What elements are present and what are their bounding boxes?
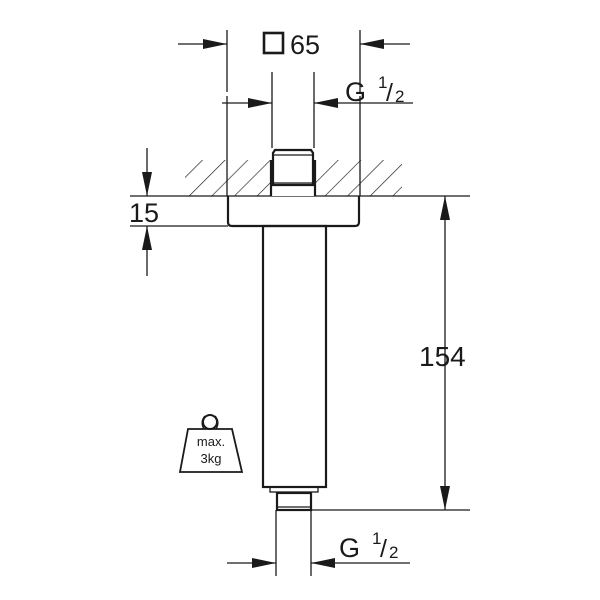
width-value: 65 [290,30,320,60]
ceiling-hatch [185,160,402,196]
top-thread-numerator: 1 [378,73,387,92]
fraction-slash: / [380,535,387,563]
length-value: 154 [419,341,466,372]
bottom-nipple [269,486,319,512]
bottom-thread-denominator: 2 [389,543,398,562]
bottom-thread-prefix: G [339,533,360,563]
flange-height-value: 15 [129,198,159,228]
top-thread-denominator: 2 [395,87,404,106]
flange-height-dimension: 15 [129,148,228,276]
max-load-weight-icon: max. 3kg [178,414,244,473]
max-load-line1: max. [197,434,225,449]
bottom-thread-dimension: G 1 / 2 [227,510,410,576]
top-thread-prefix: G [345,77,366,107]
max-load-line2: 3kg [201,451,222,466]
length-dimension: 154 [311,196,470,511]
flange [226,196,361,228]
top-nipple [269,148,317,196]
shower-arm-pipe [261,224,328,489]
fraction-slash: / [386,79,393,107]
top-thread-dimension: G 1 / 2 [222,72,413,196]
square-symbol-icon [262,31,285,55]
bottom-thread-numerator: 1 [372,529,381,548]
width-dimension: 65 [178,30,410,92]
